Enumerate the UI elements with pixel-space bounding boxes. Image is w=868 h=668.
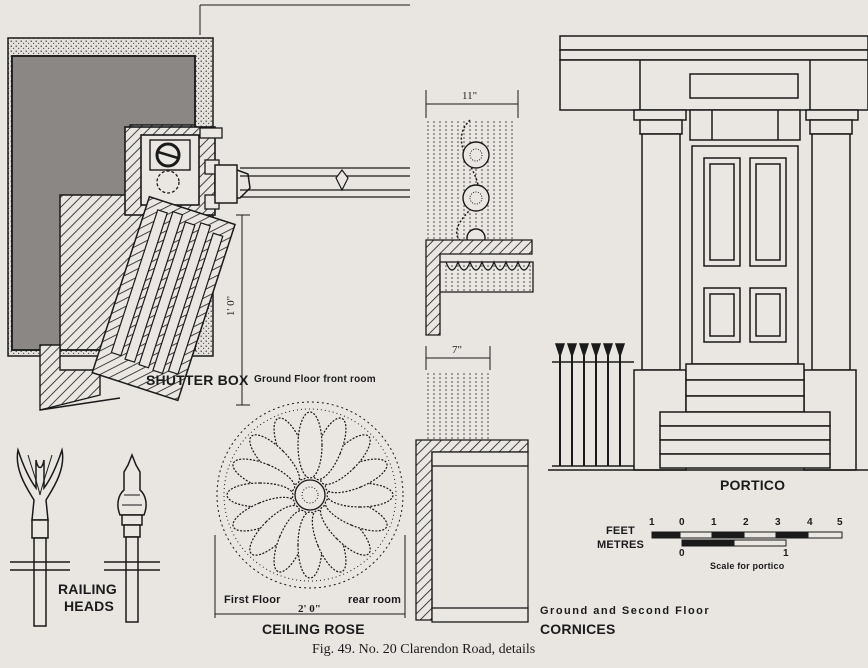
figure-caption: Fig. 49. No. 20 Clarendon Road, details [312,642,536,657]
scale-feet-tick: 4 [807,517,813,528]
scale-bar [651,531,843,547]
scale-feet-label: FEET [606,525,635,537]
railing-heads-drawing [10,447,160,627]
ceiling-rose-right-note: rear room [348,594,402,606]
cornices-title: CORNICES [540,621,616,637]
scale-caption: Scale for portico [710,561,785,571]
shutter-box-dimension: 1' 0" [225,295,238,317]
rose-petal [297,411,323,479]
portico-drawing [548,35,868,471]
ceiling-rose-dimension: 2' 0" [298,603,321,615]
shutter-box-title: SHUTTER BOX [146,372,249,388]
cornices-drawing [415,90,534,623]
cornice-dim-top: 11" [462,90,478,102]
ceiling-rose-left-note: First Floor [224,594,281,606]
scale-feet-tick: 0 [679,517,685,528]
ceiling-rose-title: CEILING ROSE [262,621,365,637]
scale-metres-label: METRES [597,539,645,551]
scale-feet-tick: 3 [775,517,781,528]
scale-feet-tick: 1 [711,517,717,528]
scale-feet-tick: 1 [649,517,655,528]
railing-heads-title-line1: RAILING [58,581,117,597]
scale-feet-tick: 2 [743,517,749,528]
scale-feet-tick: 5 [837,517,843,528]
ceiling-rose-drawing [214,401,406,618]
scale-metre-tick: 0 [679,548,685,559]
shutter-box-subtitle: Ground Floor front room [254,374,376,385]
railing-heads-title-line2: HEADS [64,598,115,614]
portico-title: PORTICO [720,477,786,493]
shutter-box-drawing [7,4,410,411]
cornice-dim-bottom: 7" [452,344,462,356]
scale-metre-tick: 1 [783,548,789,559]
cornices-note: Ground and Second Floor [540,605,711,617]
